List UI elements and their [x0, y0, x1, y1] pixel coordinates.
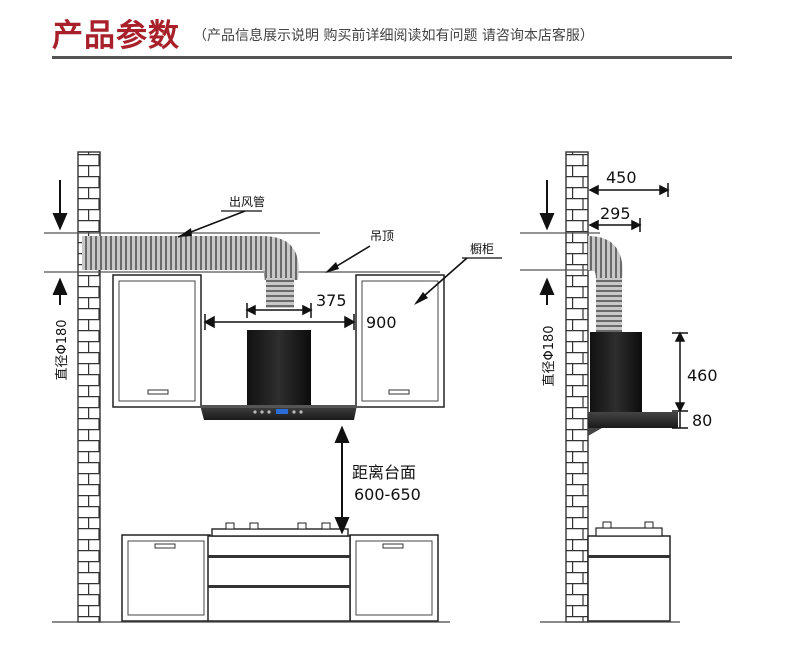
hood-width-value: 900	[366, 313, 397, 332]
right-upper-cabinet	[355, 274, 445, 408]
range-hood-front	[200, 330, 357, 420]
exhaust-duct	[82, 236, 299, 308]
ceiling-label: 吊顶	[370, 229, 394, 243]
left-ceiling-lines	[44, 232, 440, 273]
chimney-depth-value: 295	[600, 204, 631, 223]
right-ceiling-lines	[520, 232, 600, 271]
hood-thickness-dimension	[672, 412, 688, 429]
left-vertical-arrows	[52, 180, 68, 305]
chimney-height-dimension	[672, 331, 688, 413]
pipe-diameter-label-left: 直径Φ180	[55, 319, 70, 380]
header-divider	[52, 56, 732, 59]
hood-thickness-value: 80	[692, 411, 712, 430]
section-subtitle: （产品信息展示说明 购买前详细阅读如有问题 请咨询本店客服）	[193, 28, 594, 44]
pipe-diameter-label-right: 直径Φ180	[542, 325, 557, 386]
right-vertical-arrows	[539, 180, 555, 305]
left-brick-wall	[77, 151, 101, 623]
total-depth-value: 450	[606, 168, 637, 187]
right-brick-wall	[565, 151, 589, 623]
countertop-distance-value: 600-650	[354, 485, 421, 504]
section-header: 产品参数 （产品信息展示说明 购买前详细阅读如有问题 请咨询本店客服）	[52, 10, 732, 54]
section-title: 产品参数	[52, 18, 180, 54]
gas-stove-front	[211, 522, 349, 537]
side-duct	[588, 236, 623, 332]
chimney-depth-dimension	[588, 218, 642, 232]
chimney-width-dimension	[245, 303, 313, 318]
duct-label: 出风管	[229, 194, 265, 209]
side-lower-cabinet	[587, 521, 671, 622]
duct-callout	[177, 210, 262, 238]
chimney-height-value: 460	[687, 366, 718, 385]
cabinet-label: 橱柜	[470, 242, 494, 256]
lower-cabinets	[121, 534, 439, 622]
ceiling-callout	[325, 245, 371, 273]
hood-width-dimension	[203, 314, 356, 330]
countertop-distance-dimension	[334, 425, 350, 535]
countertop-distance-label: 距离台面	[352, 463, 416, 482]
total-depth-dimension	[588, 183, 670, 197]
range-hood-side	[588, 332, 678, 436]
cabinet-callout	[414, 257, 502, 305]
chimney-width-value: 375	[316, 291, 347, 310]
left-upper-cabinet	[112, 274, 202, 408]
